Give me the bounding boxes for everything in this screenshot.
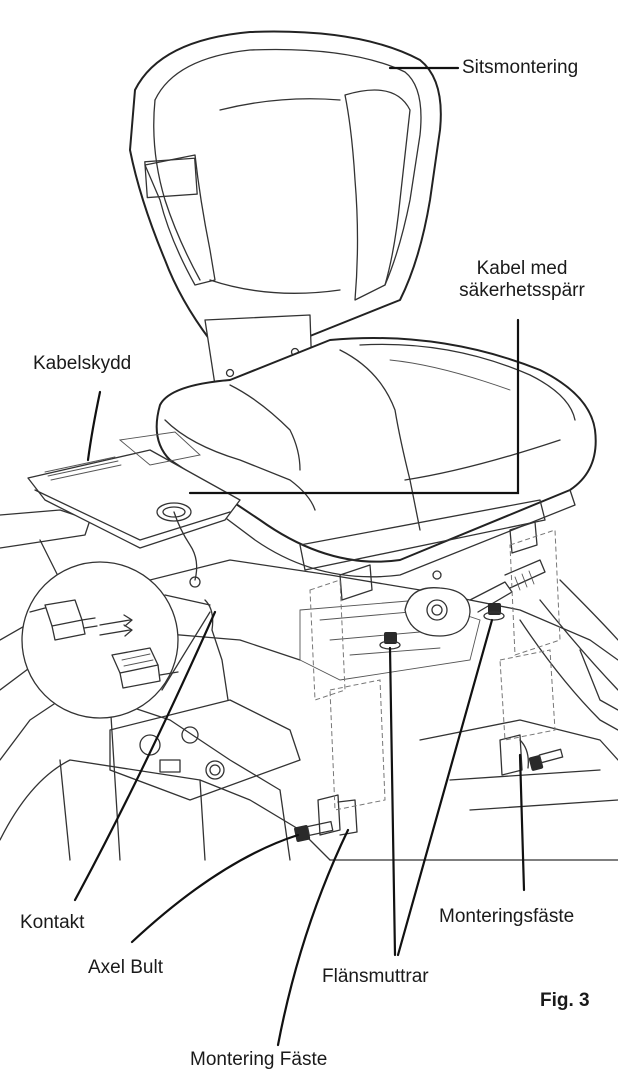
- cable-cover-plate: [27, 431, 241, 588]
- label-seat-assembly: Sitsmontering: [462, 57, 579, 78]
- connector-male: [29, 599, 98, 641]
- label-safety-cable-line2: säkerhetsspärr: [459, 280, 585, 301]
- flange-nut-right: [483, 603, 505, 621]
- label-cable-cover: Kabelskydd: [33, 353, 132, 374]
- label-safety-cable-line1: Kabel med: [476, 258, 568, 279]
- label-connector: Kontakt: [20, 912, 85, 933]
- axle-bolt-front: [294, 820, 334, 842]
- label-mounting-bracket-right: Monteringsfäste: [439, 906, 575, 927]
- connector-female: [111, 647, 179, 689]
- label-mounting-bracket-bottom: Montering Fäste: [190, 1049, 328, 1070]
- seat-cushion: [155, 337, 597, 601]
- label-safety-cable: Kabel med säkerhetsspärr: [448, 258, 596, 302]
- figure-number: Fig. 3: [540, 990, 590, 1011]
- label-flange-nuts: Flänsmuttrar: [322, 966, 429, 987]
- seat-back: [129, 30, 442, 386]
- axle-bolt-right: [528, 748, 564, 771]
- flange-nut-left: [379, 632, 401, 650]
- leader-lines: [73, 66, 526, 1047]
- label-axle-bolt: Axel Bult: [88, 957, 163, 978]
- connector-detail-inset: [21, 561, 229, 719]
- seat-latch-hardware: [294, 529, 564, 842]
